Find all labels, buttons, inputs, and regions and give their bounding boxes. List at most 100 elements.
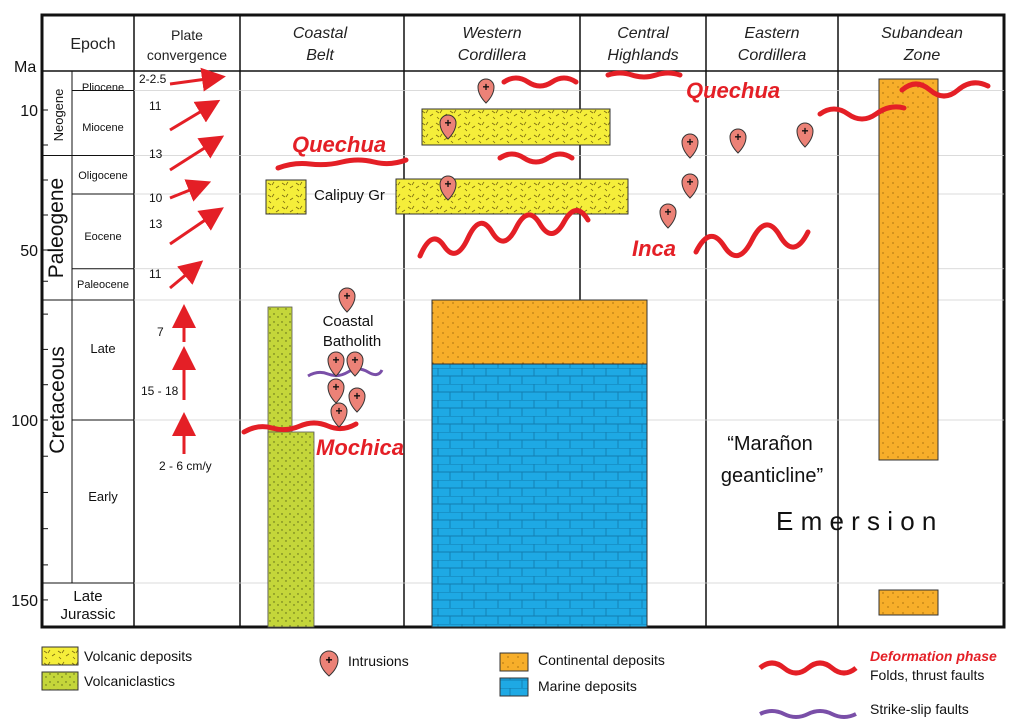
svg-text:+: + (734, 130, 741, 144)
intrusion-icon: + (796, 122, 814, 148)
convergence-arrows (169, 67, 226, 454)
legend-label-intrusions: Intrusions (348, 653, 409, 669)
header-plate-convergence-line1: Plate (171, 27, 203, 43)
legend: Volcanic deposits Volcaniclastics + Intr… (41, 646, 997, 719)
intrusions: + + + + + + + + + + + + + + (327, 78, 814, 428)
phase-quechua-2: Quechua (686, 78, 780, 103)
deposit-western-continental (431, 299, 648, 365)
epoch-oligocene: Oligocene (78, 170, 128, 182)
epoch-pliocene: Pliocene (82, 82, 124, 94)
intrusion-icon: + (729, 128, 747, 154)
tick-label-50: 50 (20, 243, 38, 260)
squiggle-quechua-coastal (275, 157, 409, 171)
legend-label-marine: Marine deposits (538, 678, 637, 694)
svg-text:+: + (444, 177, 451, 191)
label-calipuy: Calipuy Gr (314, 187, 385, 204)
svg-text:+: + (332, 380, 339, 394)
header-plate-convergence-line2: convergence (147, 47, 227, 63)
legend-label-volcanic: Volcanic deposits (84, 648, 192, 664)
legend-swatch-continental (499, 652, 529, 672)
rate-pliocene: 2-2.5 (139, 72, 167, 86)
svg-text:+: + (686, 175, 693, 189)
squiggle-quechua-central (605, 70, 683, 80)
period-late-jurassic-line2: Jurassic (60, 606, 116, 623)
squiggle-inca-eastern (693, 222, 811, 258)
svg-text:+: + (343, 289, 350, 303)
phase-inca: Inca (632, 236, 676, 261)
legend-label-volcaniclastics: Volcaniclastics (84, 673, 175, 689)
header-epoch: Epoch (70, 36, 115, 53)
rate-oligocene: 10 (149, 191, 163, 205)
period-paleogene: Paleogene (45, 178, 68, 278)
deposits (265, 78, 939, 628)
label-batholith-line2: Batholith (323, 333, 381, 350)
svg-text:+: + (351, 353, 358, 367)
header-subandean-zone-line2: Zone (903, 47, 941, 64)
squiggle-quechua-subandean-2 (899, 80, 991, 99)
header-central-highlands-line1: Central (617, 25, 669, 42)
tick-label-10: 10 (20, 103, 38, 120)
deformation-phases (241, 70, 991, 435)
header-western-cordillera-line1: Western (462, 25, 521, 42)
squiggle-quechua-western-2 (497, 151, 575, 165)
epoch-early-cretaceous: Early (88, 489, 118, 504)
header-coastal-belt-line1: Coastal (293, 25, 348, 42)
squiggle-quechua-western (501, 75, 579, 89)
intrusion-icon: + (327, 351, 345, 377)
legend-strike-slip-line (759, 709, 857, 719)
epoch-miocene: Miocene (82, 122, 124, 134)
label-emersion: E m e r s i o n (776, 506, 936, 536)
legend-label-continental: Continental deposits (538, 652, 665, 668)
epoch-eocene: Eocene (84, 231, 121, 243)
label-maranon-line2: geanticline” (721, 465, 823, 487)
legend-label-deformation-title: Deformation phase (870, 648, 997, 664)
rate-miocene-2: 13 (149, 147, 163, 161)
deposit-western-volcanic-calipuy (395, 178, 629, 215)
label-maranon-line1: “Marañon (727, 433, 813, 455)
svg-text:+: + (353, 389, 360, 403)
legend-swatch-volcanic (41, 646, 79, 666)
period-cretaceous: Cretaceous (46, 346, 69, 453)
axis-label-ma: Ma (14, 59, 36, 76)
svg-text:+: + (664, 205, 671, 219)
intrusion-icon: + (348, 387, 366, 413)
header-coastal-belt-line2: Belt (306, 47, 334, 64)
intrusion-icon: + (346, 351, 364, 377)
rate-late-cretaceous-2: 15 - 18 (141, 384, 179, 398)
period-late-jurassic-line1: Late (73, 588, 102, 605)
svg-text:+: + (444, 116, 451, 130)
rate-early-cretaceous: 2 - 6 cm/y (159, 459, 212, 473)
deposit-western-marine (431, 363, 648, 628)
svg-text:+: + (335, 404, 342, 418)
intrusion-icon: + (477, 78, 495, 104)
rate-eocene: 13 (149, 217, 163, 231)
squiggle-quechua-subandean-1 (817, 104, 907, 122)
period-neogene: Neogene (51, 89, 66, 142)
header-central-highlands-line2: Highlands (607, 47, 678, 64)
svg-text:+: + (482, 80, 489, 94)
header-eastern-cordillera-line2: Cordillera (738, 47, 807, 64)
deposit-western-volcanic-miocene (421, 108, 611, 146)
intrusion-icon: + (330, 402, 348, 428)
header-eastern-cordillera-line1: Eastern (744, 25, 799, 42)
deposit-coastal-volcanic (265, 179, 307, 215)
epoch-late-cretaceous: Late (90, 341, 115, 356)
rate-miocene-1: 11 (149, 99, 162, 113)
svg-text:+: + (801, 124, 808, 138)
deposit-coastal-volcaniclastics-lower (267, 431, 315, 628)
phase-mochica: Mochica (316, 435, 404, 460)
legend-label-folds: Folds, thrust faults (870, 667, 984, 683)
intrusion-icon: + (338, 287, 356, 313)
label-batholith-line1: Coastal (323, 313, 374, 330)
intrusion-icon: + (439, 114, 457, 140)
squiggle-inca-western (417, 208, 591, 259)
intrusion-icon: + (681, 133, 699, 159)
legend-swatch-marine (499, 677, 529, 697)
tick-label-150: 150 (11, 593, 38, 610)
intrusion-icon: + (439, 175, 457, 201)
header-subandean-zone-line1: Subandean (881, 25, 963, 42)
svg-text:+: + (686, 135, 693, 149)
header-western-cordillera-line2: Cordillera (458, 47, 527, 64)
